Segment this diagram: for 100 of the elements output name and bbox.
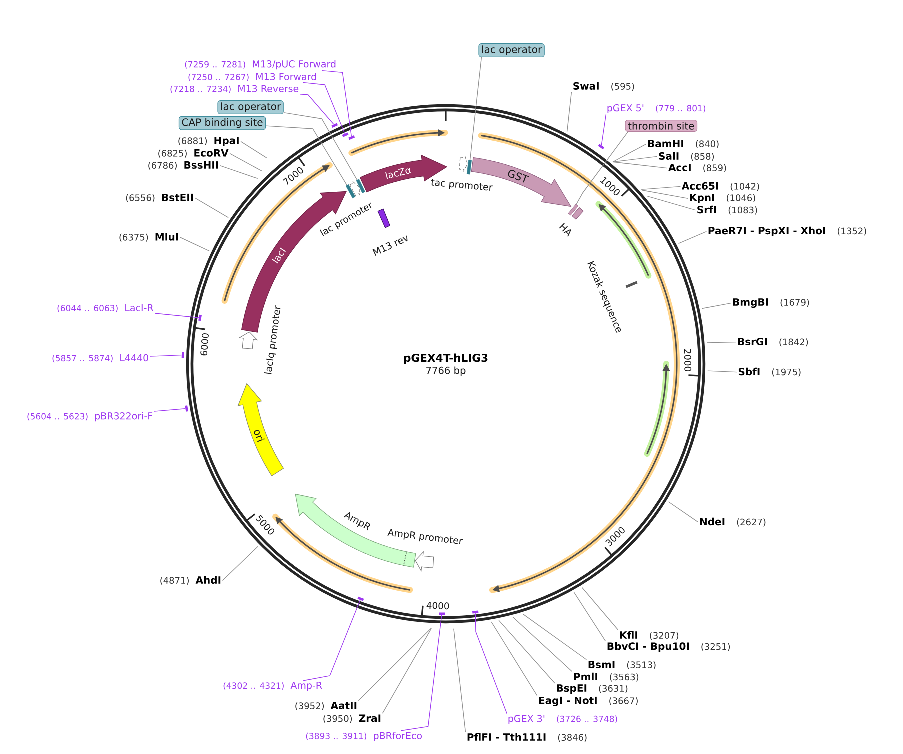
feature-callout: lac operator <box>218 100 284 114</box>
leader-line <box>498 620 556 684</box>
site-label: KpnI (1046) <box>690 194 756 204</box>
leader-line <box>322 70 352 137</box>
site-label: (4871) AhdI <box>160 576 221 586</box>
leader-line <box>358 628 432 702</box>
site-label: PmlI (3563) <box>574 672 639 682</box>
leader-line <box>642 190 689 200</box>
primer-label: pGEX 3' (3726 .. 3748) <box>508 715 618 724</box>
site-label: (6825) EcoRV <box>158 149 229 158</box>
feature-callout: lac operator <box>478 44 545 58</box>
leader-line <box>220 165 258 180</box>
leader-line <box>512 616 573 672</box>
site-label: (6881) HpaI <box>178 137 239 146</box>
leader-line <box>194 198 229 218</box>
leader-line <box>154 313 200 318</box>
feature-label: M13 rev <box>372 236 408 256</box>
leader-line <box>576 132 629 205</box>
leader-line <box>470 57 482 161</box>
site-label: BbvCI - Bpu10I (3251) <box>608 642 730 652</box>
leader-line <box>668 502 699 523</box>
primer-mark <box>342 132 349 138</box>
primer-label: (7259 .. 7281) M13/pUC Forward <box>185 60 336 70</box>
site-label: (3952) AatII <box>296 702 357 711</box>
primer-mark <box>185 406 189 412</box>
primer-label: pGEX 5' (779 .. 801) <box>608 104 706 114</box>
primer-mark <box>358 596 364 602</box>
feature-label: AmpR promoter <box>388 529 464 544</box>
site-label: KflI (3207) <box>620 631 679 640</box>
site-label: BsrGI (1842) <box>738 338 808 347</box>
feature-mark <box>466 160 472 175</box>
plasmid-name: pGEX4T-hLIG3 <box>404 354 488 364</box>
site-label: (6375) MluI <box>120 233 178 242</box>
feature-callout: CAP binding site <box>178 116 266 130</box>
leader-line <box>612 162 668 169</box>
leader-line <box>646 196 696 211</box>
site-label: BamHI (840) <box>648 140 719 149</box>
site-label: PflFI - Tth111I (3846) <box>468 733 587 742</box>
primer-mark <box>348 136 356 140</box>
site-label: BspEI (3631) <box>557 684 628 694</box>
leader-line <box>678 231 708 244</box>
leader-line <box>300 94 334 125</box>
leader-line <box>641 186 682 190</box>
site-label: Acc65I (1042) <box>682 182 760 191</box>
primer-label: (7218 .. 7234) M13 Reverse <box>170 85 299 94</box>
tick-label: 2000 <box>684 349 692 372</box>
primer-mark <box>598 144 605 150</box>
primer-mark <box>439 612 446 616</box>
site-label: NdeI (2627) <box>700 518 766 527</box>
leader-line <box>582 587 619 630</box>
feature-label: HA <box>559 223 572 238</box>
primer-mark <box>198 314 202 322</box>
leader-line <box>708 370 738 373</box>
leader-line <box>222 546 259 582</box>
site-label: (6556) BstEII <box>126 194 194 202</box>
site-label: SalI (858) <box>659 152 714 162</box>
primer-mark <box>332 123 338 128</box>
leader-line <box>601 114 607 146</box>
leader-line <box>702 302 732 310</box>
primer-label: (4302 .. 4321) Amp-R <box>224 682 322 691</box>
site-label: PaeR7I - PspXI - XhoI (1352) <box>708 226 866 237</box>
primer-label: (5857 .. 5874) L4440 <box>52 354 148 363</box>
primer-label: (7250 .. 7267) M13 Forward <box>188 73 316 82</box>
leader-line <box>230 153 263 172</box>
leader-line <box>454 628 466 732</box>
tick-label: 4000 <box>426 602 450 610</box>
primer-label: (3893 .. 3911) pBRforEco <box>306 732 422 742</box>
site-label: SwaI (595) <box>574 82 634 91</box>
leader-line <box>612 144 647 162</box>
plasmid-length: 7766 bp <box>426 366 466 376</box>
leader-line <box>475 613 508 714</box>
primer-label: (5604 .. 5623) pBR322ori-F <box>28 412 153 422</box>
leader-line <box>491 622 538 696</box>
tick-label: 6000 <box>200 334 209 356</box>
primer-mark <box>472 610 479 614</box>
leader-line <box>574 592 606 642</box>
leader-line <box>266 126 348 186</box>
leader-line <box>240 141 268 158</box>
leader-line <box>382 628 432 714</box>
leader-line <box>400 615 442 732</box>
site-label: (3950) ZraI <box>324 714 381 724</box>
primer-label: (6044 .. 6063) LacI-R <box>58 304 154 312</box>
site-label: SbfI (1975) <box>738 368 801 377</box>
leader-line <box>522 614 588 660</box>
leader-line <box>303 600 361 682</box>
site-label: (6786) BssHII <box>148 162 218 170</box>
leader-line <box>154 408 186 412</box>
leader-line <box>612 156 658 162</box>
site-label: BmgBI (1679) <box>733 298 810 308</box>
leader-line <box>180 237 210 252</box>
feature-callout: thrombin site <box>625 120 698 132</box>
site-label: BsmI (3513) <box>588 661 656 670</box>
feature-mark <box>568 204 579 216</box>
site-label: SrfI (1083) <box>698 206 758 215</box>
feature-mark <box>346 184 356 199</box>
primer-mark <box>182 352 184 358</box>
leader-line <box>284 112 358 180</box>
leader-line <box>302 82 346 134</box>
site-label: EagI - NotI (3667) <box>539 696 638 706</box>
leader-line <box>566 92 572 132</box>
